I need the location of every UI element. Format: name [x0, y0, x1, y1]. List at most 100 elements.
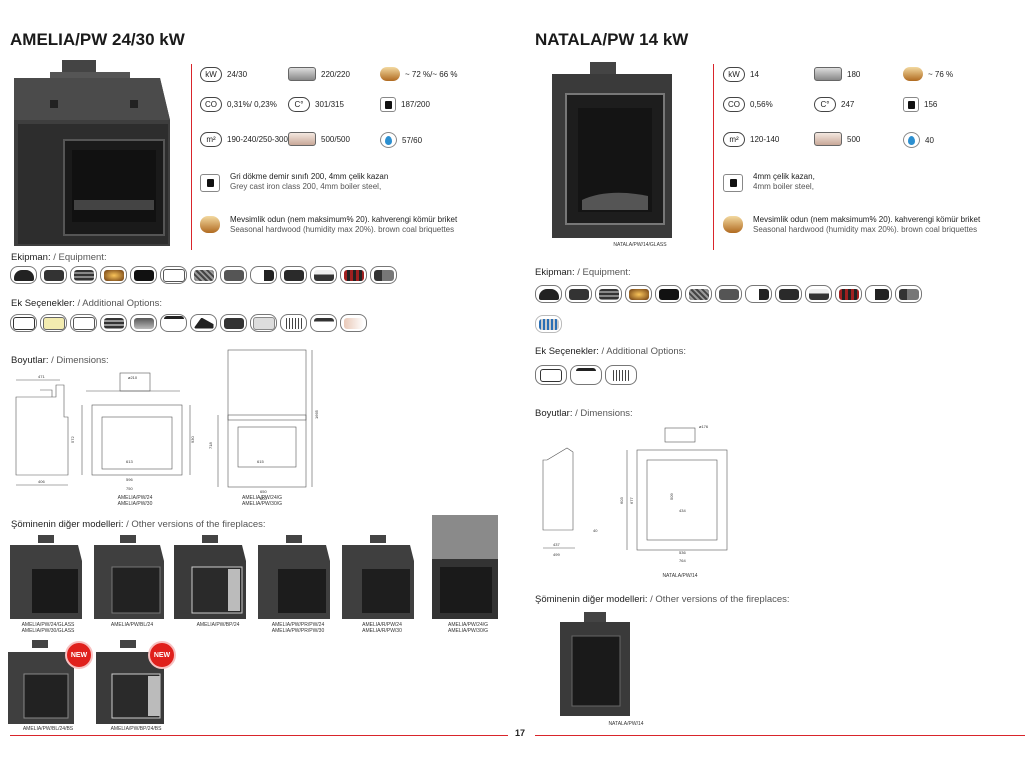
right-spec-divider [713, 64, 714, 250]
natala-other-model-photo [556, 610, 636, 718]
material-block: 4mm çelik kazan, 4mm boiler steel, [723, 172, 815, 192]
material-en: Grey cast iron class 200, 4mm boiler ste… [230, 182, 382, 191]
right-options-heading: Ek Seçenekler: / Additional Options: [535, 346, 687, 357]
glass-size-icon [288, 132, 316, 146]
option-icon [160, 314, 187, 332]
model-photo-r [340, 535, 416, 620]
model-photo-glass [8, 535, 84, 620]
water-drop-icon [903, 132, 920, 148]
equipment-icon [190, 266, 217, 284]
fuel-tr: Mevsimlik odun (nem maksimum% 20). kahve… [753, 215, 981, 224]
equipment-icon [865, 285, 892, 303]
option-icon [570, 365, 602, 385]
temperature-icon: C° [288, 97, 310, 112]
equipment-icon [40, 266, 67, 284]
right-options-icons [535, 365, 637, 385]
equipment-icon [715, 285, 742, 303]
model-photo-bp-bs [94, 640, 166, 725]
footer-line-right [535, 735, 1025, 736]
fuel-tr: Mevsimlik odun (nem maksimum% 20). kahve… [230, 215, 458, 224]
spec-weight: 156 [903, 97, 937, 112]
equipment-icon [370, 266, 397, 284]
spec-glass: 500 [814, 132, 860, 146]
new-badge: NEW [65, 641, 93, 669]
kw-icon: kW [723, 67, 745, 82]
svg-text:764: 764 [679, 558, 686, 563]
equipment-icon [250, 266, 277, 284]
natala-other-model-caption: NATALA/PW/14 [608, 721, 644, 727]
option-icon [70, 314, 97, 332]
option-icon [130, 314, 157, 332]
left-equipment-icons [10, 266, 397, 284]
option-icon [40, 314, 67, 332]
left-other-models-heading: Şöminenin diğer modelleri: / Other versi… [11, 519, 266, 530]
co-icon: CO [723, 97, 745, 112]
svg-text:930: 930 [190, 436, 195, 443]
right-equipment-icons [535, 285, 922, 303]
right-equipment-heading: Ekipman: / Equipment: [535, 267, 631, 278]
spec-water: 57/60 [380, 132, 422, 148]
right-dimension-drawings: 437 499 40 ø176 434 603 677 509 536 764 [535, 420, 745, 570]
model-photo-g [428, 515, 500, 620]
left-options-heading: Ek Seçenekler: / Additional Options: [11, 298, 163, 309]
equipment-icon [130, 266, 157, 284]
right-other-models-heading: Şöminenin diğer modelleri: / Other versi… [535, 594, 790, 605]
glass-size-icon [814, 132, 842, 146]
svg-text:1665: 1665 [314, 409, 319, 419]
option-icon [535, 365, 567, 385]
option-icon [220, 314, 247, 332]
material-icon [723, 174, 743, 192]
material-block: Gri dökme demir sınıfı 200, 4mm çelik ka… [200, 172, 388, 192]
equipment-icon [595, 285, 622, 303]
efficiency-flame-icon [903, 67, 923, 81]
page-number: 17 [515, 728, 526, 738]
svg-text:499: 499 [553, 552, 560, 557]
equipment-icon [565, 285, 592, 303]
equipment-icon [340, 266, 367, 284]
equipment-icon [655, 285, 682, 303]
svg-text:509: 509 [669, 493, 674, 500]
option-icon [310, 314, 337, 332]
weight-icon [903, 97, 919, 112]
temperature-icon: C° [814, 97, 836, 112]
amelia-main-photo [10, 60, 182, 248]
equipment-icon [220, 266, 247, 284]
spec-weight: 187/200 [380, 97, 430, 112]
equipment-icon [685, 285, 712, 303]
equipment-icon [535, 315, 562, 333]
model-photo-bp [172, 535, 248, 620]
flue-icon [814, 67, 842, 81]
right-product-title: NATALA/PW 14 kW [535, 30, 689, 49]
svg-text:677: 677 [629, 497, 634, 504]
svg-text:750: 750 [126, 486, 133, 491]
model-caption: AMELIA/PW/24/GLASS AMELIA/PW/30/GLASS [21, 622, 75, 634]
svg-text:718: 718 [208, 442, 213, 449]
fuel-en: Seasonal hardwood (humidity max 20%). br… [753, 225, 978, 234]
fuel-block: Mevsimlik odun (nem maksimum% 20). kahve… [723, 215, 980, 235]
material-en: 4mm boiler steel, [753, 182, 814, 191]
option-icon [340, 314, 367, 332]
weight-icon [380, 97, 396, 112]
dimension-caption-g: AMELIA/PW/24/G AMELIA/PW/30/G [241, 495, 282, 507]
material-tr: Gri dökme demir sınıfı 200, 4mm çelik ka… [230, 172, 389, 181]
footer-line-left [10, 735, 508, 736]
model-caption: AMELIA/PW/BL/24/BS [22, 726, 74, 732]
svg-text:ø210: ø210 [128, 375, 138, 380]
heating-area-icon: m² [200, 132, 222, 147]
option-icon [605, 365, 637, 385]
spec-temperature: C°301/315 [288, 97, 344, 112]
model-photo-bl-bs [6, 640, 76, 725]
option-icon [190, 314, 217, 332]
model-photo-pr [256, 535, 332, 620]
svg-text:437: 437 [553, 542, 560, 547]
spec-efficiency: ~ 72 %/~ 66 % [380, 67, 457, 81]
fuel-block: Mevsimlik odun (nem maksimum% 20). kahve… [200, 215, 457, 235]
model-caption: AMELIA/PW/BP/24/BS [110, 726, 162, 732]
left-product-title: AMELIA/PW 24/30 kW [10, 30, 185, 49]
spec-temperature: C°247 [814, 97, 854, 112]
svg-text:596: 596 [126, 477, 133, 482]
left-dimensions-heading: Boyutlar: / Dimensions: [11, 355, 109, 366]
